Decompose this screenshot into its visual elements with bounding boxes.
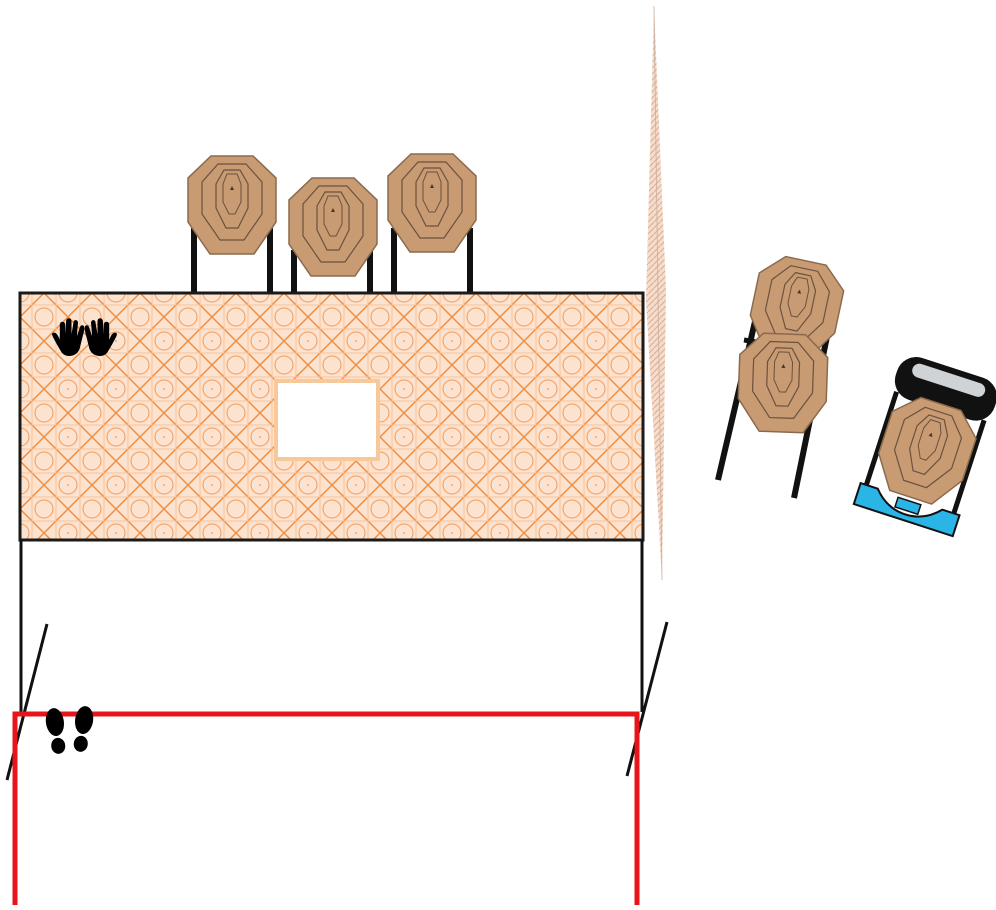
target-stand-right xyxy=(715,251,849,499)
wall-window xyxy=(274,379,380,461)
target-stand-3 xyxy=(387,153,477,295)
swinger-target-icon xyxy=(852,357,996,538)
paper-target-1 xyxy=(187,155,277,255)
right-brace xyxy=(625,621,669,777)
target-stand-1 xyxy=(187,155,277,295)
vision-barrier-edge xyxy=(653,5,663,581)
vision-barrier xyxy=(646,6,666,580)
target-stand-2 xyxy=(288,177,378,295)
paper-target-2 xyxy=(288,177,378,277)
paper-target-right-front xyxy=(736,331,830,435)
paper-target-3 xyxy=(387,153,477,253)
shooting-box-fault-line xyxy=(12,711,640,905)
